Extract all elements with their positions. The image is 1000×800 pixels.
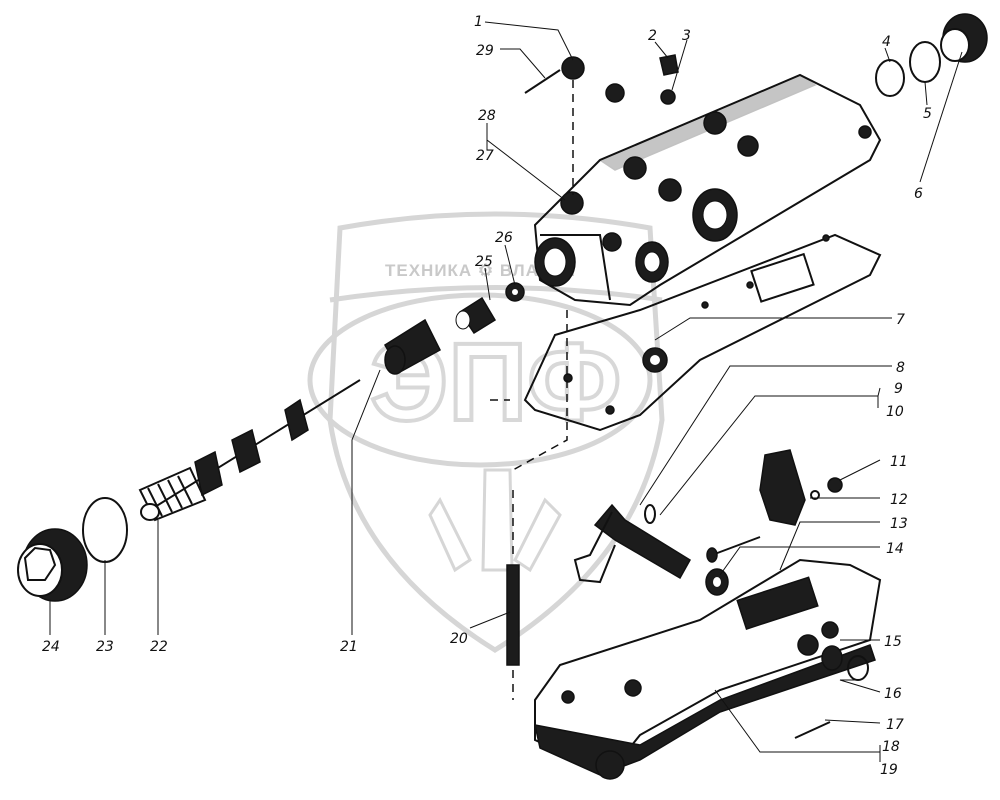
callout-6: 6 [914, 186, 923, 202]
callout-12: 12 [890, 492, 908, 508]
callout-11: 11 [890, 454, 908, 470]
callout-19: 19 [880, 762, 898, 778]
callout-24: 24 [42, 639, 60, 655]
callout-27: 27 [476, 148, 494, 164]
callout-13: 13 [890, 516, 908, 532]
callout-16: 16 [884, 686, 902, 702]
callout-22: 22 [150, 639, 168, 655]
gasket [523, 233, 882, 432]
spool-assembly [138, 282, 525, 522]
watermark-text: ТЕХНИКА ⚙ ВЛАСТИ [385, 261, 576, 280]
callout-2: 2 [648, 28, 657, 44]
callout-23: 23 [96, 639, 114, 655]
callout-26: 26 [495, 230, 513, 246]
callout-25: 25 [475, 254, 493, 270]
callout-28: 28 [478, 108, 496, 124]
alignment-lines [490, 80, 574, 471]
top-plug [875, 13, 988, 97]
callout-20: 20 [450, 631, 468, 647]
seal-ring [82, 497, 128, 563]
callout-1: 1 [474, 14, 483, 30]
stud [506, 490, 520, 700]
callout-labels: 1 2 3 4 5 6 7 8 9 10 11 12 13 14 15 16 1… [42, 14, 932, 778]
callout-4: 4 [882, 34, 891, 50]
watermark-shield: ТЕХНИКА ⚙ ВЛАСТИ ЭПФ [307, 211, 665, 653]
end-plug [17, 528, 88, 602]
callout-18: 18 [882, 739, 900, 755]
lever-assembly [573, 449, 843, 596]
lower-housing [534, 558, 882, 780]
top-hardware [524, 54, 679, 105]
callout-21: 21 [340, 639, 358, 655]
callout-5: 5 [923, 106, 932, 122]
callout-29: 29 [476, 43, 494, 59]
callout-8: 8 [896, 360, 905, 376]
callout-15: 15 [884, 634, 902, 650]
leader-lines [49, 21, 963, 762]
valve-body [533, 73, 882, 307]
callout-9: 9 [894, 381, 903, 397]
callout-3: 3 [682, 28, 691, 44]
callout-7: 7 [896, 312, 905, 328]
callout-10: 10 [886, 404, 904, 420]
callout-17: 17 [886, 717, 904, 733]
callout-14: 14 [886, 541, 904, 557]
